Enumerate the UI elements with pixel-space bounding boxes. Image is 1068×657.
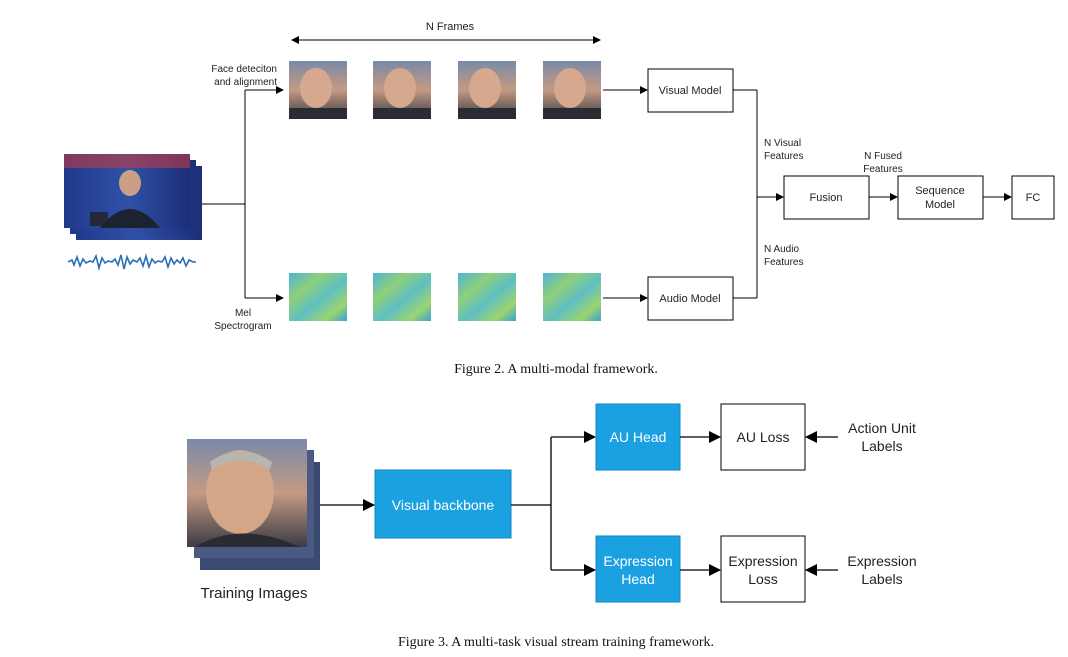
fusion-box	[783, 175, 870, 220]
n-fused-features-line2: Features	[863, 164, 902, 175]
au-head-label: AU Head	[610, 429, 667, 445]
au-loss-label: AU Loss	[737, 429, 790, 445]
action-unit-labels-line1: Action Unit	[848, 420, 916, 436]
audio-waveform	[67, 253, 196, 272]
expression-loss-line2: Loss	[748, 571, 778, 587]
expression-loss-line1: Expression	[728, 553, 797, 569]
figure-3: Training Images Visual backbone AU Head …	[187, 403, 917, 650]
expression-head-line1: Expression	[603, 553, 672, 569]
face-frame-1	[289, 61, 347, 119]
training-images-stack	[187, 439, 320, 570]
n-visual-features-line2: Features	[764, 151, 803, 162]
visual-backbone-box	[374, 469, 512, 539]
mel-label-line1: Mel	[235, 308, 251, 319]
fc-label: FC	[1026, 192, 1041, 204]
audio-model-box	[647, 276, 734, 321]
n-audio-features-line2: Features	[764, 257, 803, 268]
input-video-stack	[64, 154, 202, 240]
n-audio-features-line1: N Audio	[764, 244, 799, 255]
expression-head-box	[595, 535, 681, 603]
face-frame-4	[543, 61, 601, 119]
spectrogram-frame-1	[289, 273, 347, 321]
expression-labels-line2: Labels	[861, 571, 902, 587]
sequence-model-box	[897, 175, 984, 220]
figure-3-caption: Figure 3. A multi-task visual stream tra…	[398, 635, 714, 650]
visual-model-box	[647, 68, 734, 113]
sequence-model-line2: Model	[925, 199, 955, 211]
n-frames-label: N Frames	[426, 21, 475, 33]
n-visual-features-line1: N Visual	[764, 138, 801, 149]
au-head-box	[595, 403, 681, 471]
spectrogram-frame-3	[458, 273, 516, 321]
n-fused-features-line1: N Fused	[864, 151, 902, 162]
figure-2-caption: Figure 2. A multi-modal framework.	[454, 362, 658, 377]
sequence-model-line1: Sequence	[915, 185, 965, 197]
face-detection-label-line1: Face deteciton	[211, 64, 277, 75]
face-detection-label-line2: and alignment	[214, 77, 277, 88]
mel-label-line2: Spectrogram	[214, 321, 271, 332]
au-loss-box	[720, 403, 806, 471]
action-unit-labels-line2: Labels	[861, 438, 902, 454]
spectrogram-frame-2	[373, 273, 431, 321]
training-images-label: Training Images	[201, 585, 308, 602]
figure-2: N Frames Face deteciton and alignment Me…	[64, 21, 1055, 377]
visual-model-label: Visual Model	[659, 85, 722, 97]
visual-backbone-label: Visual backbone	[392, 497, 495, 513]
expression-labels-line1: Expression	[847, 553, 916, 569]
fusion-label: Fusion	[809, 192, 842, 204]
face-frame-3	[458, 61, 516, 119]
expression-loss-box	[720, 535, 806, 603]
spectrogram-frame-4	[543, 273, 601, 321]
fc-box	[1011, 175, 1055, 220]
audio-model-label: Audio Model	[659, 293, 720, 305]
expression-head-line2: Head	[621, 571, 654, 587]
face-frame-2	[373, 61, 431, 119]
